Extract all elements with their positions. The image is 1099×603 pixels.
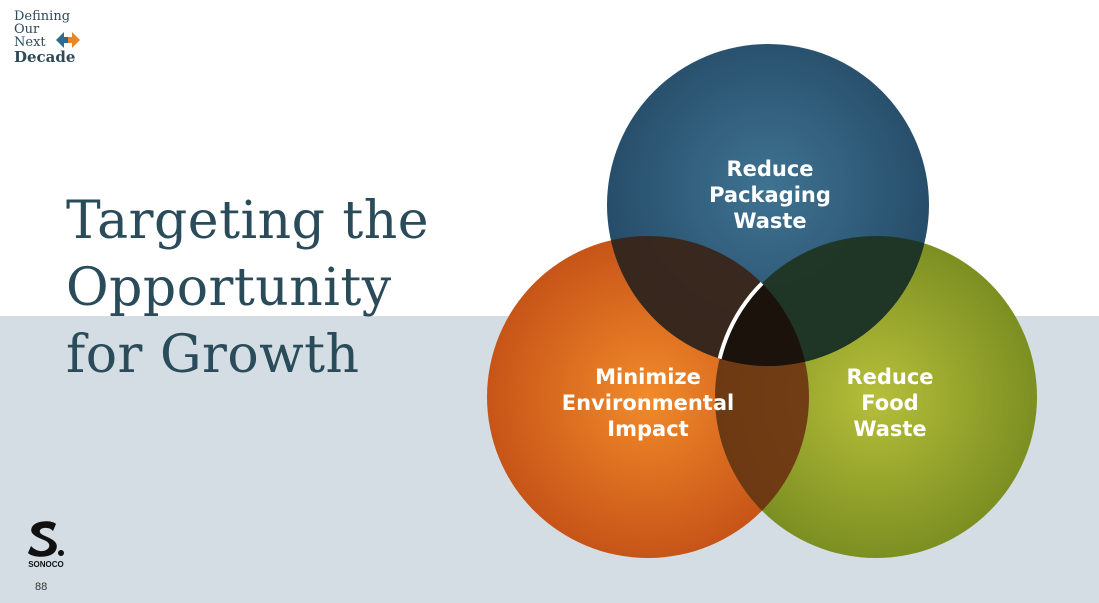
logo-line-3: Next bbox=[14, 35, 46, 50]
sonoco-logo-text: SONOCO bbox=[28, 560, 64, 569]
title-line-2: Opportunity bbox=[66, 258, 392, 318]
page-title: Targeting the Opportunity for Growth bbox=[66, 188, 486, 389]
food-label-1: Reduce bbox=[846, 365, 933, 389]
venn-overlap-blue-green bbox=[715, 236, 929, 366]
venn-overlap-blue-orange bbox=[607, 236, 809, 366]
title-line-1: Targeting the bbox=[66, 191, 430, 251]
packaging-label-3: Waste bbox=[733, 209, 806, 233]
defining-our-next-decade-logo: Defining Our Next Decade bbox=[14, 10, 104, 72]
food-label-2: Food bbox=[861, 391, 918, 415]
environmental-label-1: Minimize bbox=[595, 365, 701, 389]
page-number: 88 bbox=[35, 581, 48, 593]
packaging-label-1: Reduce bbox=[726, 157, 813, 181]
packaging-label-2: Packaging bbox=[709, 183, 831, 207]
food-label-3: Waste bbox=[853, 417, 926, 441]
environmental-label-2: Environmental bbox=[562, 391, 734, 415]
venn-diagram: Reduce Packaging Waste Minimize Environm… bbox=[487, 44, 1037, 558]
title-line-3: for Growth bbox=[66, 325, 360, 385]
logo-line-4: Decade bbox=[14, 48, 76, 66]
sonoco-logo: SONOCO bbox=[22, 518, 72, 570]
environmental-label-3: Impact bbox=[607, 417, 688, 441]
logo-line-2: Our bbox=[14, 22, 40, 37]
logo-line-1: Defining bbox=[14, 9, 71, 24]
double-arrow-icon bbox=[56, 32, 80, 48]
sonoco-s-icon: SONOCO bbox=[28, 521, 64, 569]
